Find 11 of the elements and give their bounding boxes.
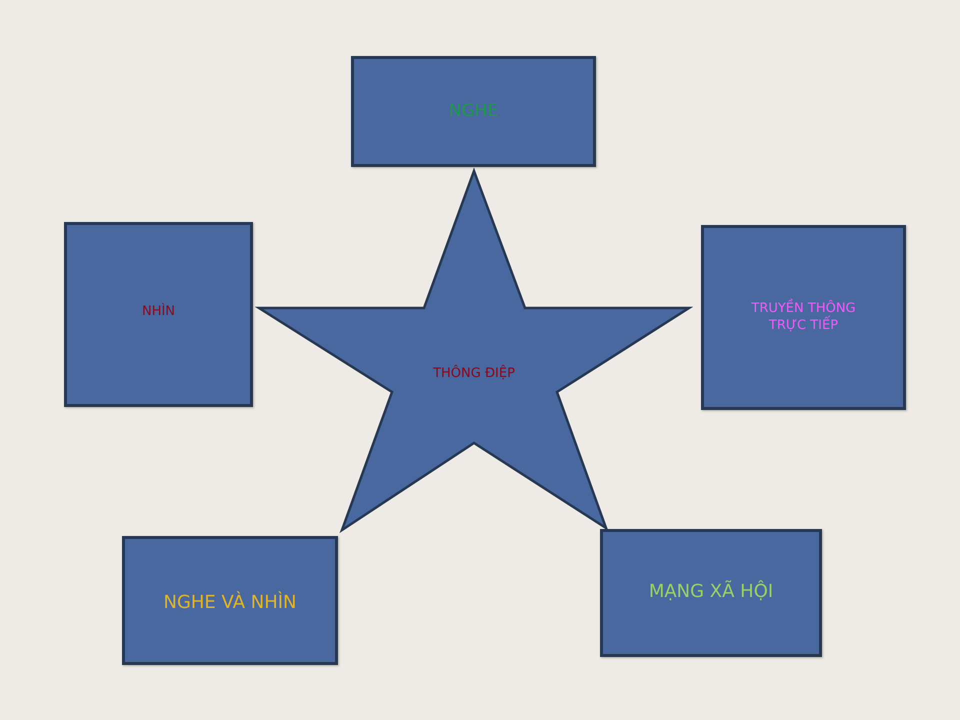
process-box bbox=[600, 529, 822, 657]
box-label: NGHE bbox=[448, 100, 498, 123]
process-box bbox=[701, 225, 906, 410]
box-label: NHÌN bbox=[142, 304, 176, 321]
process-box bbox=[64, 222, 253, 407]
box-label: MẠNG XÃ HỘI bbox=[648, 580, 774, 604]
star-label: THÔNG ĐIỆP bbox=[433, 366, 515, 383]
process-box bbox=[351, 56, 596, 167]
box-label: TRUYỀN THÔNG TRỰC TIẾP bbox=[750, 300, 857, 334]
box-label: NGHE VÀ NHÌN bbox=[163, 590, 296, 614]
process-box bbox=[122, 536, 338, 665]
